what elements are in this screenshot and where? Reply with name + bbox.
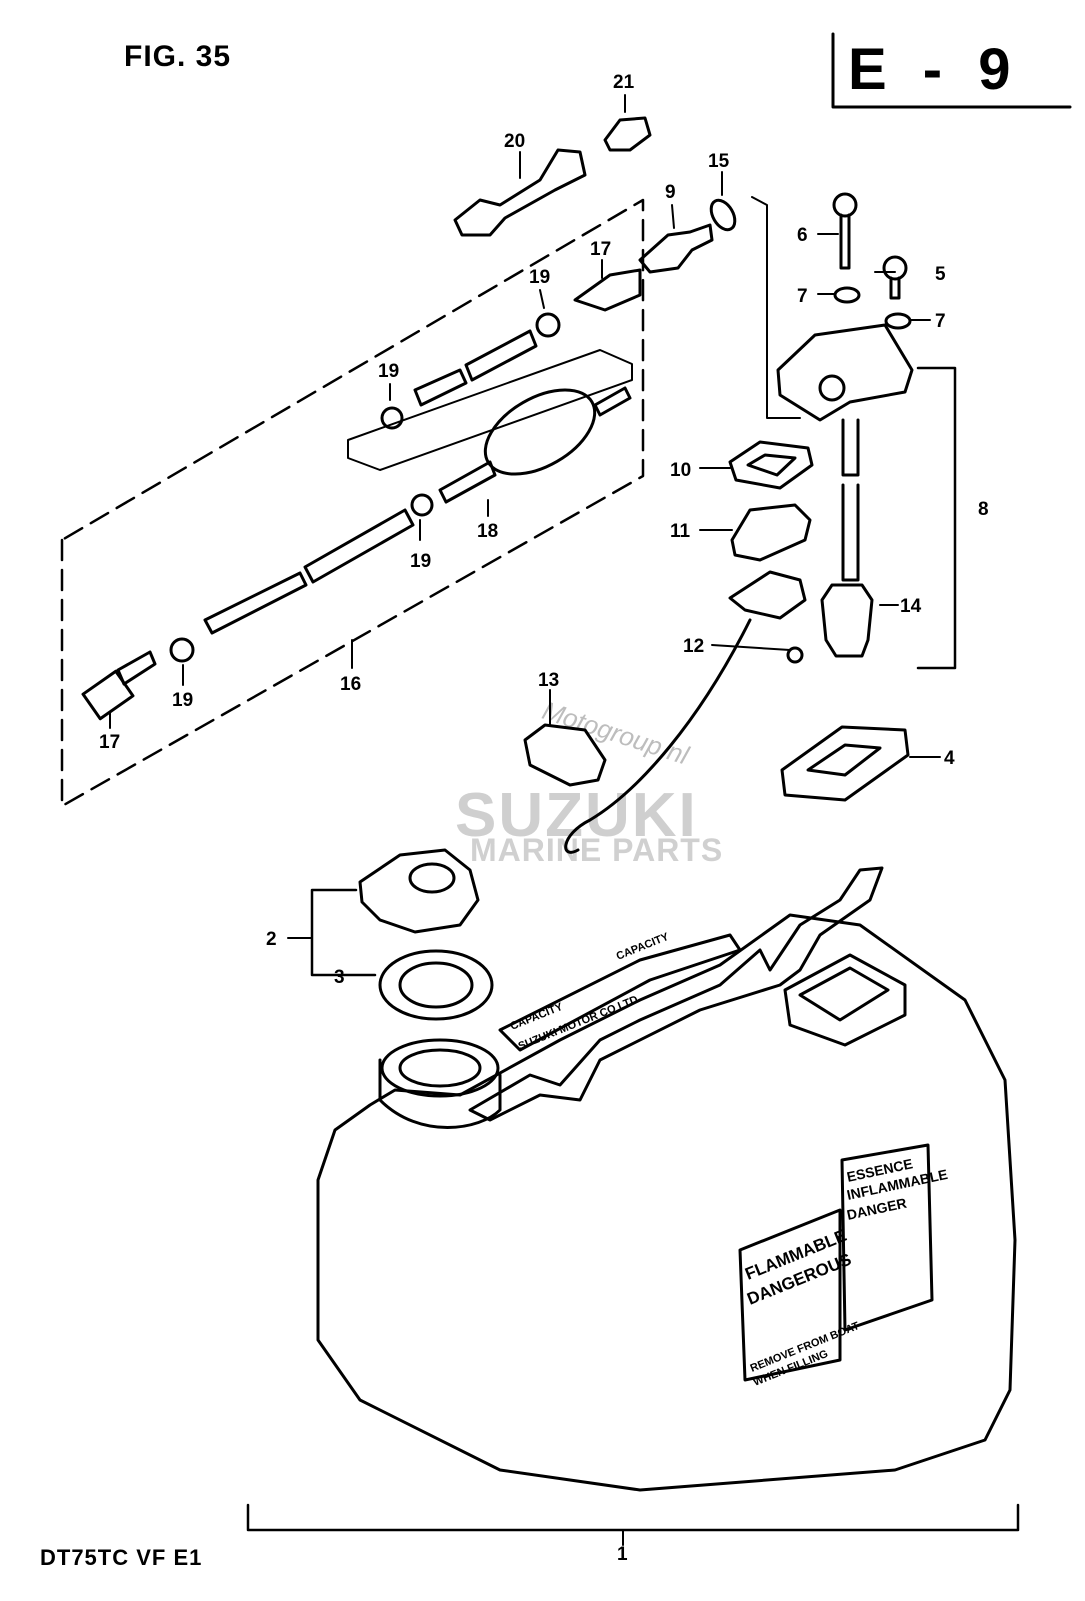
- hose-clamp: [410, 493, 434, 517]
- callout-12: 12: [683, 636, 704, 657]
- callout-10: 10: [670, 460, 691, 481]
- callout-18: 18: [477, 521, 498, 542]
- callout-14: 14: [900, 596, 922, 617]
- callout-6: 6: [797, 225, 808, 246]
- gauge-cover: [730, 503, 812, 562]
- bolt-short: [882, 255, 908, 300]
- callout-20: 20: [504, 131, 525, 152]
- fuel-tank: [316, 866, 1017, 1492]
- primer-bulb: [438, 386, 632, 504]
- filter-weight: [523, 723, 607, 787]
- gauge-gasket-upper: [728, 440, 814, 490]
- washer: [709, 198, 737, 232]
- callout-17b: 17: [99, 732, 120, 753]
- watermark-tagline: MARINE PARTS: [470, 832, 724, 868]
- washer: [833, 286, 861, 304]
- model-code: DT75TC VF E1: [40, 1545, 203, 1570]
- section-code: E - 9: [848, 37, 1021, 102]
- bulb-inset-outline: [347, 349, 633, 471]
- callout-19a: 19: [529, 267, 550, 288]
- fuel-gauge-rod: [841, 418, 860, 582]
- callout-15: 15: [708, 151, 730, 172]
- watermark-brand: SUZUKI: [455, 781, 698, 850]
- callout-1: 1: [617, 1544, 628, 1565]
- callout-19d: 19: [172, 690, 193, 711]
- tank-fitting: [638, 223, 714, 274]
- callout-13: 13: [538, 670, 559, 691]
- hose-assembly-bracket: [60, 198, 645, 808]
- callout-7: 7: [797, 286, 808, 307]
- callout-4: 4: [944, 748, 955, 769]
- bolt-long: [832, 192, 858, 270]
- hose-clamp: [169, 637, 195, 663]
- callout-11: 11: [670, 521, 691, 542]
- callout-9: 9: [665, 182, 676, 203]
- fuel-gauge-head: [776, 323, 914, 422]
- fuel-hose-lower: [203, 508, 415, 635]
- callout-19c: 19: [410, 551, 431, 572]
- engine-connector: [453, 148, 587, 237]
- tank-connector-lower: [81, 650, 157, 721]
- gauge-float: [820, 583, 874, 658]
- leader-bracket: [751, 196, 801, 419]
- tank-decal-text: CAPACITY SUZUKI MOTOR CO LTD CAPACITY FL…: [509, 931, 949, 1389]
- callout-5: 5: [935, 264, 946, 285]
- callout-3: 3: [334, 967, 345, 988]
- callout-21: 21: [613, 72, 635, 93]
- cap-bracket: [310, 888, 377, 977]
- callout-numbers: 1 2 3 4 5 6 7 7 8 9 10 11 12 13 14 15 16…: [99, 72, 989, 1565]
- section-box: [831, 32, 1072, 109]
- callout-19b: 19: [378, 361, 399, 382]
- hose-clamp: [380, 406, 404, 430]
- tank-bracket: [246, 1503, 1020, 1532]
- gauge-bracket: [916, 366, 957, 670]
- hose-clamp: [535, 312, 561, 338]
- engine-fitting: [603, 116, 652, 152]
- callout-7b: 7: [935, 311, 946, 332]
- tank-connector-upper: [573, 268, 642, 312]
- figure-label: FIG. 35: [124, 40, 232, 73]
- callout-17: 17: [590, 239, 611, 260]
- leader-lines: [109, 94, 941, 1546]
- callout-16: 16: [340, 674, 361, 695]
- tank-gasket: [780, 725, 910, 802]
- washer: [884, 312, 912, 330]
- tank-cap: [358, 848, 480, 934]
- cap-seal: [378, 949, 494, 1021]
- gauge-holder: [564, 570, 807, 854]
- callout-2: 2: [266, 929, 277, 950]
- callout-8: 8: [978, 499, 989, 520]
- fuel-hose-upper: [413, 329, 538, 407]
